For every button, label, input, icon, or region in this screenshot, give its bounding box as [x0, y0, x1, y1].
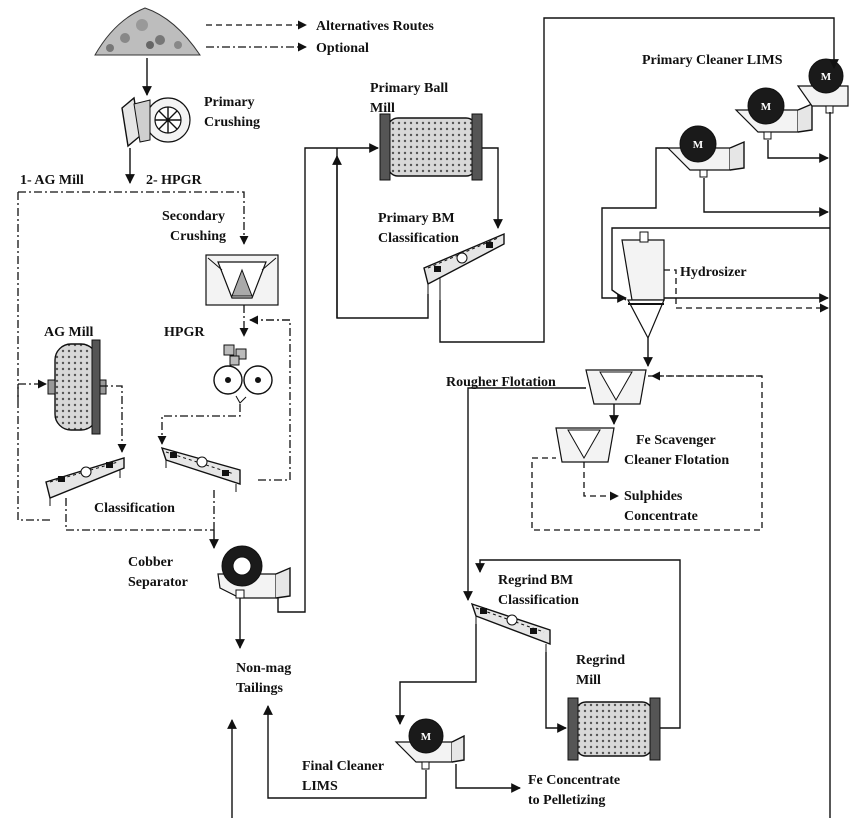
- hydrosizer-icon: [621, 231, 665, 340]
- classification-label: Classification: [94, 501, 175, 516]
- ag-mill-label: AG Mill: [44, 325, 93, 340]
- primary-ball-mill-icon: [379, 113, 483, 181]
- nonmag-label-1: Non-mag: [236, 661, 291, 676]
- legend-optional-label: Optional: [316, 41, 369, 56]
- regrind-mill-label-1: Regrind: [576, 653, 625, 668]
- final-cleaner-label-2: LIMS: [302, 779, 338, 794]
- magnet-symbol: M: [761, 101, 772, 113]
- hpgr-icon: [213, 344, 273, 404]
- regrind-classification-screen-icon: [470, 602, 551, 652]
- hydrosizer-label: Hydrosizer: [680, 265, 747, 280]
- ag-classification-screen-icon: [45, 457, 125, 506]
- regrind-classification-label-2: Classification: [498, 593, 579, 608]
- primary-cleaner-lims-2-icon: M: [734, 87, 813, 140]
- fe-scavenger-flotation-cell-icon: [555, 427, 615, 463]
- primary-cleaner-lims-label: Primary Cleaner LIMS: [642, 53, 783, 68]
- route-ag-mill-label: 1- AG Mill: [20, 173, 84, 188]
- route-hpgr-label: 2- HPGR: [146, 173, 202, 188]
- regrind-mill-icon: [567, 697, 661, 761]
- primary-bm-classification-label-1: Primary BM: [378, 211, 455, 226]
- primary-bm-classification-icon: [423, 232, 505, 300]
- fe-scavenger-label-2: Cleaner Flotation: [624, 453, 729, 468]
- rougher-flotation-label: Rougher Flotation: [446, 375, 556, 390]
- ag-mill-icon: [47, 339, 107, 435]
- fe-concentrate-label-1: Fe Concentrate: [528, 773, 620, 788]
- sulphides-label-1: Sulphides: [624, 489, 683, 504]
- secondary-crushing-label-2: Crushing: [170, 229, 226, 244]
- hpgr-classification-screen-icon: [160, 446, 241, 492]
- cobber-label-1: Cobber: [128, 555, 173, 570]
- primary-crushing-label-1: Primary: [204, 95, 255, 110]
- cobber-label-2: Separator: [128, 575, 188, 590]
- ore-stockpile-icon: [94, 7, 201, 56]
- primary-ball-mill-label-1: Primary Ball: [370, 81, 448, 96]
- legend-alternatives-label: Alternatives Routes: [316, 19, 434, 34]
- final-cleaner-lims-icon: M: [394, 718, 465, 770]
- magnet-symbol: M: [821, 71, 832, 83]
- primary-bm-classification-label-2: Classification: [378, 231, 459, 246]
- regrind-classification-label-1: Regrind BM: [498, 573, 573, 588]
- cobber-separator-icon: [217, 545, 291, 599]
- secondary-crushing-label-1: Secondary: [162, 209, 225, 224]
- primary-cleaner-lims-3-icon: M: [796, 58, 849, 114]
- fe-scavenger-label-1: Fe Scavenger: [636, 433, 716, 448]
- rougher-flotation-cell-icon: [585, 369, 647, 405]
- regrind-mill-label-2: Mill: [576, 673, 601, 688]
- nonmag-label-2: Tailings: [236, 681, 284, 696]
- magnet-symbol: M: [421, 731, 432, 743]
- sulphides-label-2: Concentrate: [624, 509, 698, 524]
- primary-crushing-label-2: Crushing: [204, 115, 260, 130]
- primary-cleaner-lims-1-icon: M: [666, 125, 745, 178]
- final-cleaner-label-1: Final Cleaner: [302, 759, 384, 774]
- magnet-symbol: M: [693, 139, 704, 151]
- fe-concentrate-label-2: to Pelletizing: [528, 793, 605, 808]
- flow-lines: [17, 17, 839, 818]
- primary-ball-mill-label-2: Mill: [370, 101, 395, 116]
- secondary-crusher-icon: [205, 254, 279, 306]
- hpgr-label: HPGR: [164, 325, 205, 340]
- primary-crusher-icon: [121, 96, 191, 148]
